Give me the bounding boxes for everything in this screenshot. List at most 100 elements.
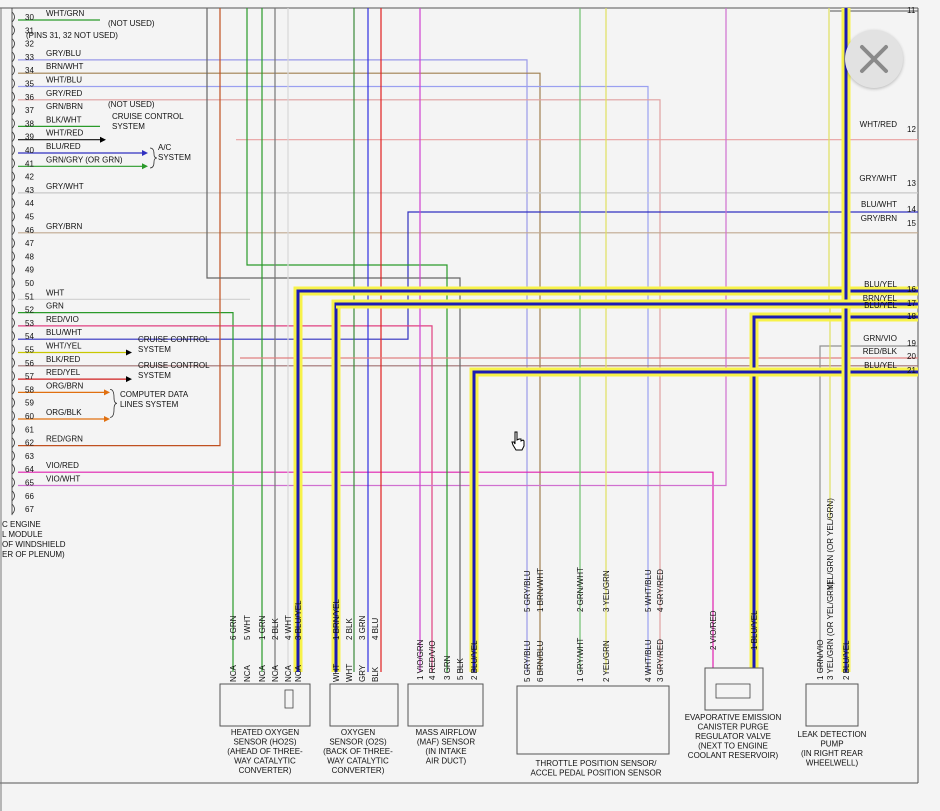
right-pin-number: 19 [907,339,916,348]
pin-number: 54 [25,332,34,341]
right-wire-label: BLU/WHT [861,200,897,209]
connector-pin-bracket [11,370,15,382]
brace [109,389,118,418]
right-wire-label: BLU/YEL [864,280,897,289]
pin-wire-label: VIO/RED [46,461,79,470]
connector-pin-bracket [11,503,15,515]
pin-wire-label: 3 GRY/RED [656,639,665,682]
wire-gry-red [18,99,661,672]
pin-wire-label: GRY/RED [46,89,83,98]
pin-nca-label: NCA [294,664,303,682]
right-wire-label: GRY/BRN [861,214,898,223]
component-label: CONVERTER) [239,766,292,775]
connector-pin-bracket [11,25,15,36]
pin-number: 37 [25,106,34,115]
pin-wire-label: 2 BLK [271,618,280,640]
tps-box [516,685,670,755]
connector-pin-bracket [11,410,15,422]
note-not-used: (NOT USED) [108,19,155,28]
pin-nca-label: NCA [243,664,252,682]
pin-wire-label: 6 BRN/BLU [536,640,545,682]
pin-nca-label: NCA [284,664,293,682]
pin-number: 66 [25,492,34,501]
close-button[interactable] [845,30,903,88]
component-label: PUMP [820,740,843,749]
pin-wire-label: GRN/GRY (OR GRN) [46,155,123,164]
right-pin-number: 20 [907,352,916,361]
ho2s-heated-box [219,683,311,727]
right-pin-number: 14 [907,205,916,214]
right-pin-number: 15 [907,219,916,228]
wire-grn-2 [246,8,448,672]
pin-wire-label: 6 GRN [229,615,238,640]
component-label: EVAPORATIVE EMISSION [685,713,782,722]
connector-pin-bracket [11,64,15,76]
hand-cursor-icon [509,430,527,457]
component-label: (MAF) SENSOR [417,738,475,747]
note-cruise: CRUISE CONTROL [138,335,210,344]
pin-number: 45 [25,213,34,222]
note-ac: SYSTEM [158,153,191,162]
ecm-label-line: ER OF PLENUM) [2,550,65,559]
pin-number: 50 [25,279,34,288]
right-pin-number: 16 [907,285,916,294]
pin-wire-label: 4 WHT [284,615,293,640]
pin-number: 63 [25,452,34,461]
pin-number: 64 [25,465,34,474]
connector-pin-bracket [11,450,15,462]
o2s-back-box [329,683,399,727]
connector-pin-bracket [11,463,15,475]
component-label: AIR DUCT) [426,757,467,766]
right-pin-number: 17 [907,299,916,308]
connector-pin-bracket [11,131,15,142]
component-label: ACCEL PEDAL POSITION SENSOR [531,769,662,778]
connector-pin-bracket [11,38,15,49]
pin-wire-label: 2 VIO/RED [709,610,718,650]
component-label: (NEXT TO ENGINE [698,742,768,751]
note-comp-data: LINES SYSTEM [120,400,179,409]
component-label: (IN RIGHT REAR [801,749,863,758]
connector-pin-bracket [11,317,15,329]
pin-number: 55 [25,346,34,355]
pin-wire-label: VIO/WHT [46,475,80,484]
connector-pin-bracket [11,304,15,315]
connector-pin-bracket [11,397,15,408]
pin-lower-label: GRY [358,664,367,682]
pin-wire-label: 4 RED/VIO [428,640,437,680]
pin-nca-label: NCA [258,664,267,682]
note-cruise: SYSTEM [138,371,171,380]
highlighted-wire-16 [296,289,918,672]
ecm-label-line: C ENGINE [2,520,41,529]
pin-number: 56 [25,359,34,368]
connector-pin-bracket [11,237,15,249]
wire-blu-wht [18,211,918,340]
wire-wht-blu [18,85,649,672]
connector-pin-bracket [11,91,15,103]
connector-pin-bracket [11,104,15,116]
connector-pin-bracket [11,264,15,275]
connector-pin-bracket [11,357,15,369]
arrow-head [126,349,132,356]
connector-pin-bracket [11,11,15,23]
pin-wire-label: RED/YEL [46,368,81,377]
right-wire-label: BRN/YEL [863,294,898,303]
component-label: LEAK DETECTION [798,730,867,739]
pin-wire-label: ORG/BLK [46,408,82,417]
component-label: SENSOR (HO2S) [233,738,296,747]
highlighted-wire-18 [752,315,918,672]
pin-number: 49 [25,266,34,275]
connector-pin-bracket [11,184,15,196]
right-wire-label: BLU/YEL [864,361,897,370]
right-wire-label: GRN/VIO [863,334,897,343]
pin-wire-label: YEL/GRN (OR YEL/GRN) [826,498,835,590]
pin-number: 52 [25,306,34,315]
pin-lower-label: BLK [371,666,380,682]
connector-pin-bracket [11,277,15,289]
component-label: REGULATOR VALVE [695,732,771,741]
pin-number: 62 [25,439,34,448]
pin-wire-label: GRY/WHT [46,182,84,191]
pin-wire-label: RED/GRN [46,435,83,444]
note-cruise: SYSTEM [138,345,171,354]
wire-blk [206,8,461,672]
